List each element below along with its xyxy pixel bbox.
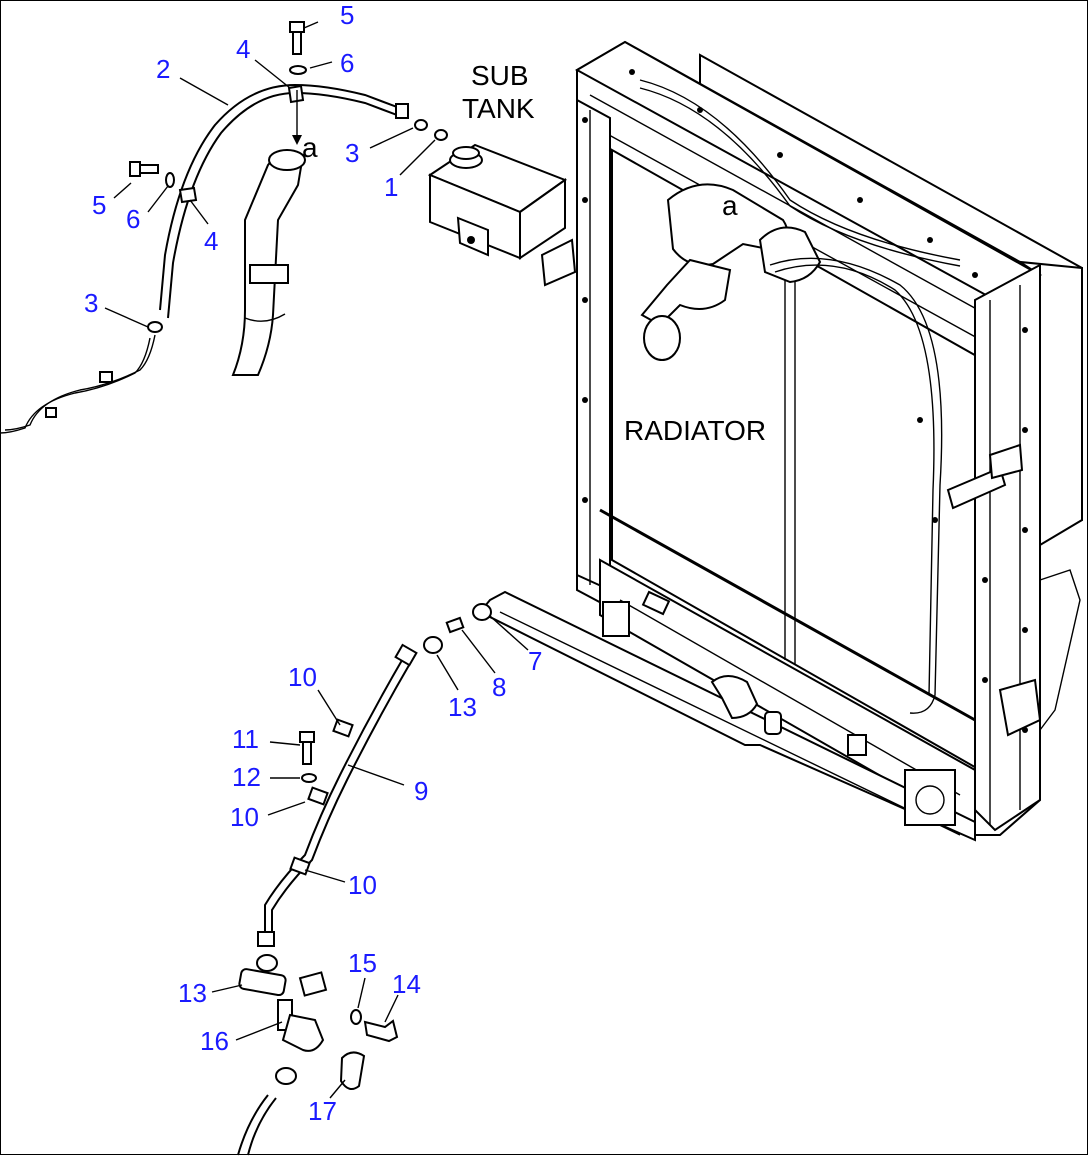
lower-valve-cluster [237,954,399,1156]
hose-9-top-end [394,643,418,667]
callout-3-left: 3 [84,288,98,318]
radiator-right-rail [974,263,1041,832]
bolt-11 [299,731,317,783]
clamp-10-c [289,856,311,876]
washer-12 [301,773,317,783]
callout-1: 1 [384,172,398,202]
intake-pipe [231,149,306,376]
callout-14: 14 [392,969,421,999]
fitting-13-upper [423,636,443,654]
callout-6-top: 6 [340,48,354,78]
clamp-10-a [332,718,354,738]
bolt-5-top [289,21,307,145]
fitting-3-top [414,119,428,131]
callout-3-top: 3 [345,138,359,168]
bolt-14 [363,1019,399,1043]
drain-plug [847,734,867,756]
lower-drain-hose [257,643,418,947]
hose-9-bottom-end [257,931,275,947]
callout-10-a: 10 [288,662,317,692]
fitting-8 [445,616,465,634]
callout-16: 16 [200,1026,229,1056]
frame-bolts [582,69,1028,733]
washer-6-left [165,172,175,188]
side-bracket [946,466,1007,510]
callout-17: 17 [308,1096,337,1126]
callout-10-b: 10 [230,802,259,832]
drain-fittings-upper [423,603,492,654]
sub-tank-bracket [456,216,489,257]
tank-bracket [540,238,577,287]
callout-13-low: 13 [178,978,207,1008]
callout-12: 12 [232,762,261,792]
clamp-10-b [307,786,329,806]
radiator-lower-beam [478,590,976,842]
upper-hose-clamp [643,315,681,361]
intake-pipe-clamp [249,264,289,284]
callout-4-left: 4 [204,226,218,256]
lower-side-bracket [998,678,1042,737]
fitting-17 [339,1051,366,1091]
callout-15: 15 [348,948,377,978]
radiator-mount-right [904,769,956,826]
fitting-13-lower [256,954,278,972]
callout-4-top: 4 [236,34,250,64]
callout-5-top: 5 [340,0,354,30]
callout-11: 11 [232,724,259,754]
upper-vent-hose [0,83,448,434]
lower-elbow [710,675,759,720]
clamp-4-top [287,84,305,104]
callout-9: 9 [414,776,428,806]
callout-7: 7 [528,646,542,676]
reference-a-top: a [302,132,318,163]
callout-13-mid: 13 [448,692,477,722]
fitting-1 [434,129,448,141]
clamp-4-left [178,186,198,204]
radiator-caption: RADIATOR [624,415,766,446]
radiator-left-rail [576,98,611,592]
fitting-3-left [147,321,163,333]
callout-10-c: 10 [348,870,377,900]
callout-2: 2 [156,54,170,84]
callout-6-left: 6 [126,204,140,234]
callout-8: 8 [492,672,506,702]
intake-pipe-body [231,150,305,376]
radiator-mount-left [602,601,630,637]
sub-tank-side [519,178,566,260]
fitting-7 [472,603,492,621]
hose-end-fitting [395,103,409,119]
sub-tank-caption-line2: TANK [462,93,535,124]
radiator-assembly [478,40,1083,842]
bolt-5-left [129,161,175,188]
callout-labels: 5 6 4 2 3 1 5 6 4 3 7 8 13 10 11 12 9 10… [84,0,542,1126]
leader-lines [104,21,529,1099]
sub-tank [427,143,568,260]
reference-a-radiator: a [722,190,738,221]
washer-15 [350,1009,362,1025]
washer-6-top [289,65,307,75]
callout-5-left: 5 [92,190,106,220]
sub-tank-caption-line1: SUB [471,60,529,91]
